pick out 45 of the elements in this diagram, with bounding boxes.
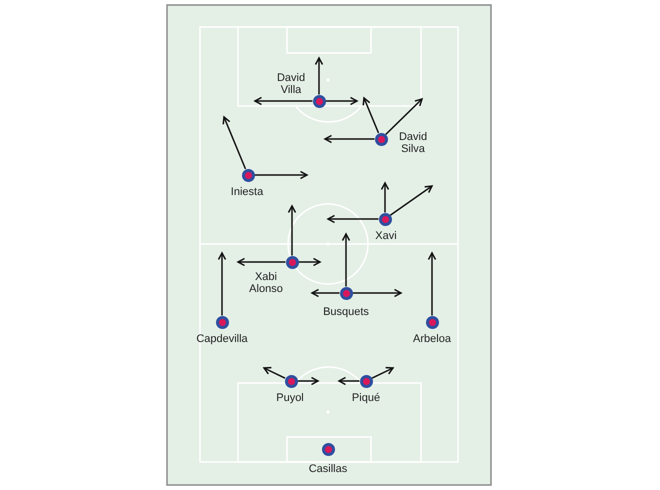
arrow [324,134,374,144]
arrow [298,258,321,266]
arrow [362,97,380,134]
player-marker-icon [340,286,352,300]
player-marker-icon [426,316,438,328]
arrow [263,366,286,379]
player-marker-icon [216,316,228,328]
player-name: David Silva [398,131,428,155]
arrow [338,376,360,386]
player-marker-icon [378,212,392,226]
arrow [288,205,296,256]
player-name: Puyol [276,392,304,404]
arrow [390,185,433,216]
arrow [326,96,358,106]
arrow [298,376,319,386]
arrow [311,288,340,298]
player-name: Casillas [308,463,348,475]
arrow [314,57,324,94]
arrow [428,252,436,316]
arrow [254,96,312,106]
player-name: David Villa [276,72,306,96]
arrow [222,116,246,170]
player-name: Xavi [375,230,397,242]
arrow [237,258,286,266]
player-name: Arbeloa [413,333,451,345]
arrow [218,252,226,316]
player-marker-icon [374,132,388,146]
player-name: Busquets [323,306,369,318]
arrow [372,366,394,379]
player-marker-icon [286,256,298,268]
player-name: Xabi Alonso [249,271,283,295]
arrow [254,170,308,180]
arrow [385,98,423,136]
arrow [327,214,378,224]
player-marker-icon [312,94,326,108]
player-name: Iniesta [230,186,264,198]
arrow [352,288,402,298]
player-marker-icon [284,374,298,388]
player-name: Capdevilla [196,333,248,345]
player-marker-icon [360,374,372,388]
arrow [380,182,390,212]
player-name: Piqué [352,392,380,404]
player-marker-icon [242,168,254,182]
arrow [342,233,350,286]
player-marker-icon [322,442,334,456]
